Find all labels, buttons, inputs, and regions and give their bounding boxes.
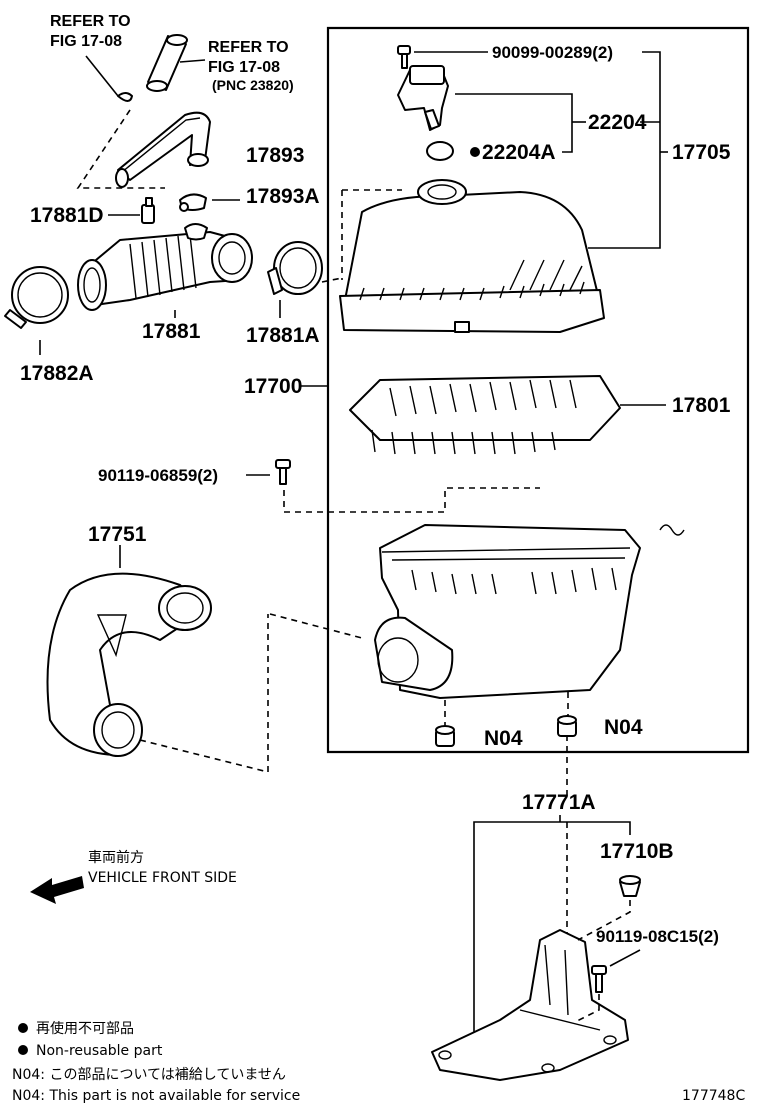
grommet-N04-a [435,725,455,747]
sensor-17881D [141,197,155,224]
label-17893: 17893 [246,144,304,167]
figure-code: 177748C [682,1088,745,1104]
ref2-line3: (PNC 23820) [212,77,294,93]
ref1-line2: FIG 17-08 [50,33,122,50]
assembly-box-17700 [326,26,750,754]
lower-case [374,524,685,699]
leader-ref2 [179,59,206,63]
label-17893A: 17893A [246,185,320,208]
clip-17893A [179,193,207,212]
legend-bullet-icon [18,1045,28,1055]
label-17751: 17751 [88,523,147,546]
ref2-line2: FIG 17-08 [208,59,280,76]
leader-ref1 [85,55,119,97]
duct-17751 [46,572,212,757]
label-17801: 17801 [672,394,731,417]
intake-hose-17881 [77,223,253,311]
filter-element-17801 [349,375,621,455]
legend-n04-en: N04: This part is not available for serv… [12,1088,300,1104]
dash-upper-case [341,189,402,280]
dash-17893 [76,109,165,189]
grommet-N04-b [557,715,577,737]
label-22204A: 22204A [482,141,556,164]
legend-bullet-jp: 再使用不可部品 [36,1020,134,1037]
ref2-line1: REFER TO [208,39,289,56]
clamp-17882A [4,266,69,329]
oring-22204A [426,141,454,161]
legend-n04-jp: N04: この部品については補給していません [12,1067,286,1083]
ref1-line1: REFER TO [50,13,131,30]
label-17710B: 17710B [600,840,674,863]
airflow-meter-22204 [397,65,449,131]
legend-bullet-en: Non-reusable part [36,1043,163,1059]
bolt-90119-08C15 [591,965,607,993]
grommet [117,92,133,102]
label-22204: 22204 [588,111,647,134]
label-17881A: 17881A [246,324,320,347]
bolt-90119-06859 [275,459,291,485]
legend-bullet-icon [18,1023,28,1033]
ref-tube [146,34,188,92]
label-N04-b: N04 [604,716,643,739]
label-17881: 17881 [142,320,201,343]
label-17771A: 17771A [522,791,596,814]
bracket-leader [473,821,631,1042]
label-17700: 17700 [244,375,302,398]
label-17882A: 17882A [20,362,94,385]
front-arrow-icon [30,876,84,904]
bracket-17771A [431,929,629,1081]
hose-17893 [115,111,211,188]
front-side-jp: 車両前方 [88,849,144,866]
front-side-en: VEHICLE FRONT SIDE [88,870,237,886]
label-17881D: 17881D [30,204,104,227]
plug-17710B [619,875,641,897]
label-90099-00289: 90099-00289(2) [492,43,613,62]
label-N04-a: N04 [484,727,523,750]
nonreusable-bullet [470,147,480,157]
clamp-17881A [267,241,323,295]
label-17705: 17705 [672,141,731,164]
label-90119-08C15: 90119-08C15(2) [596,927,719,946]
screw-90099 [397,45,411,69]
label-90119-06859: 90119-06859(2) [98,466,218,485]
upper-case-17705 [339,179,605,333]
